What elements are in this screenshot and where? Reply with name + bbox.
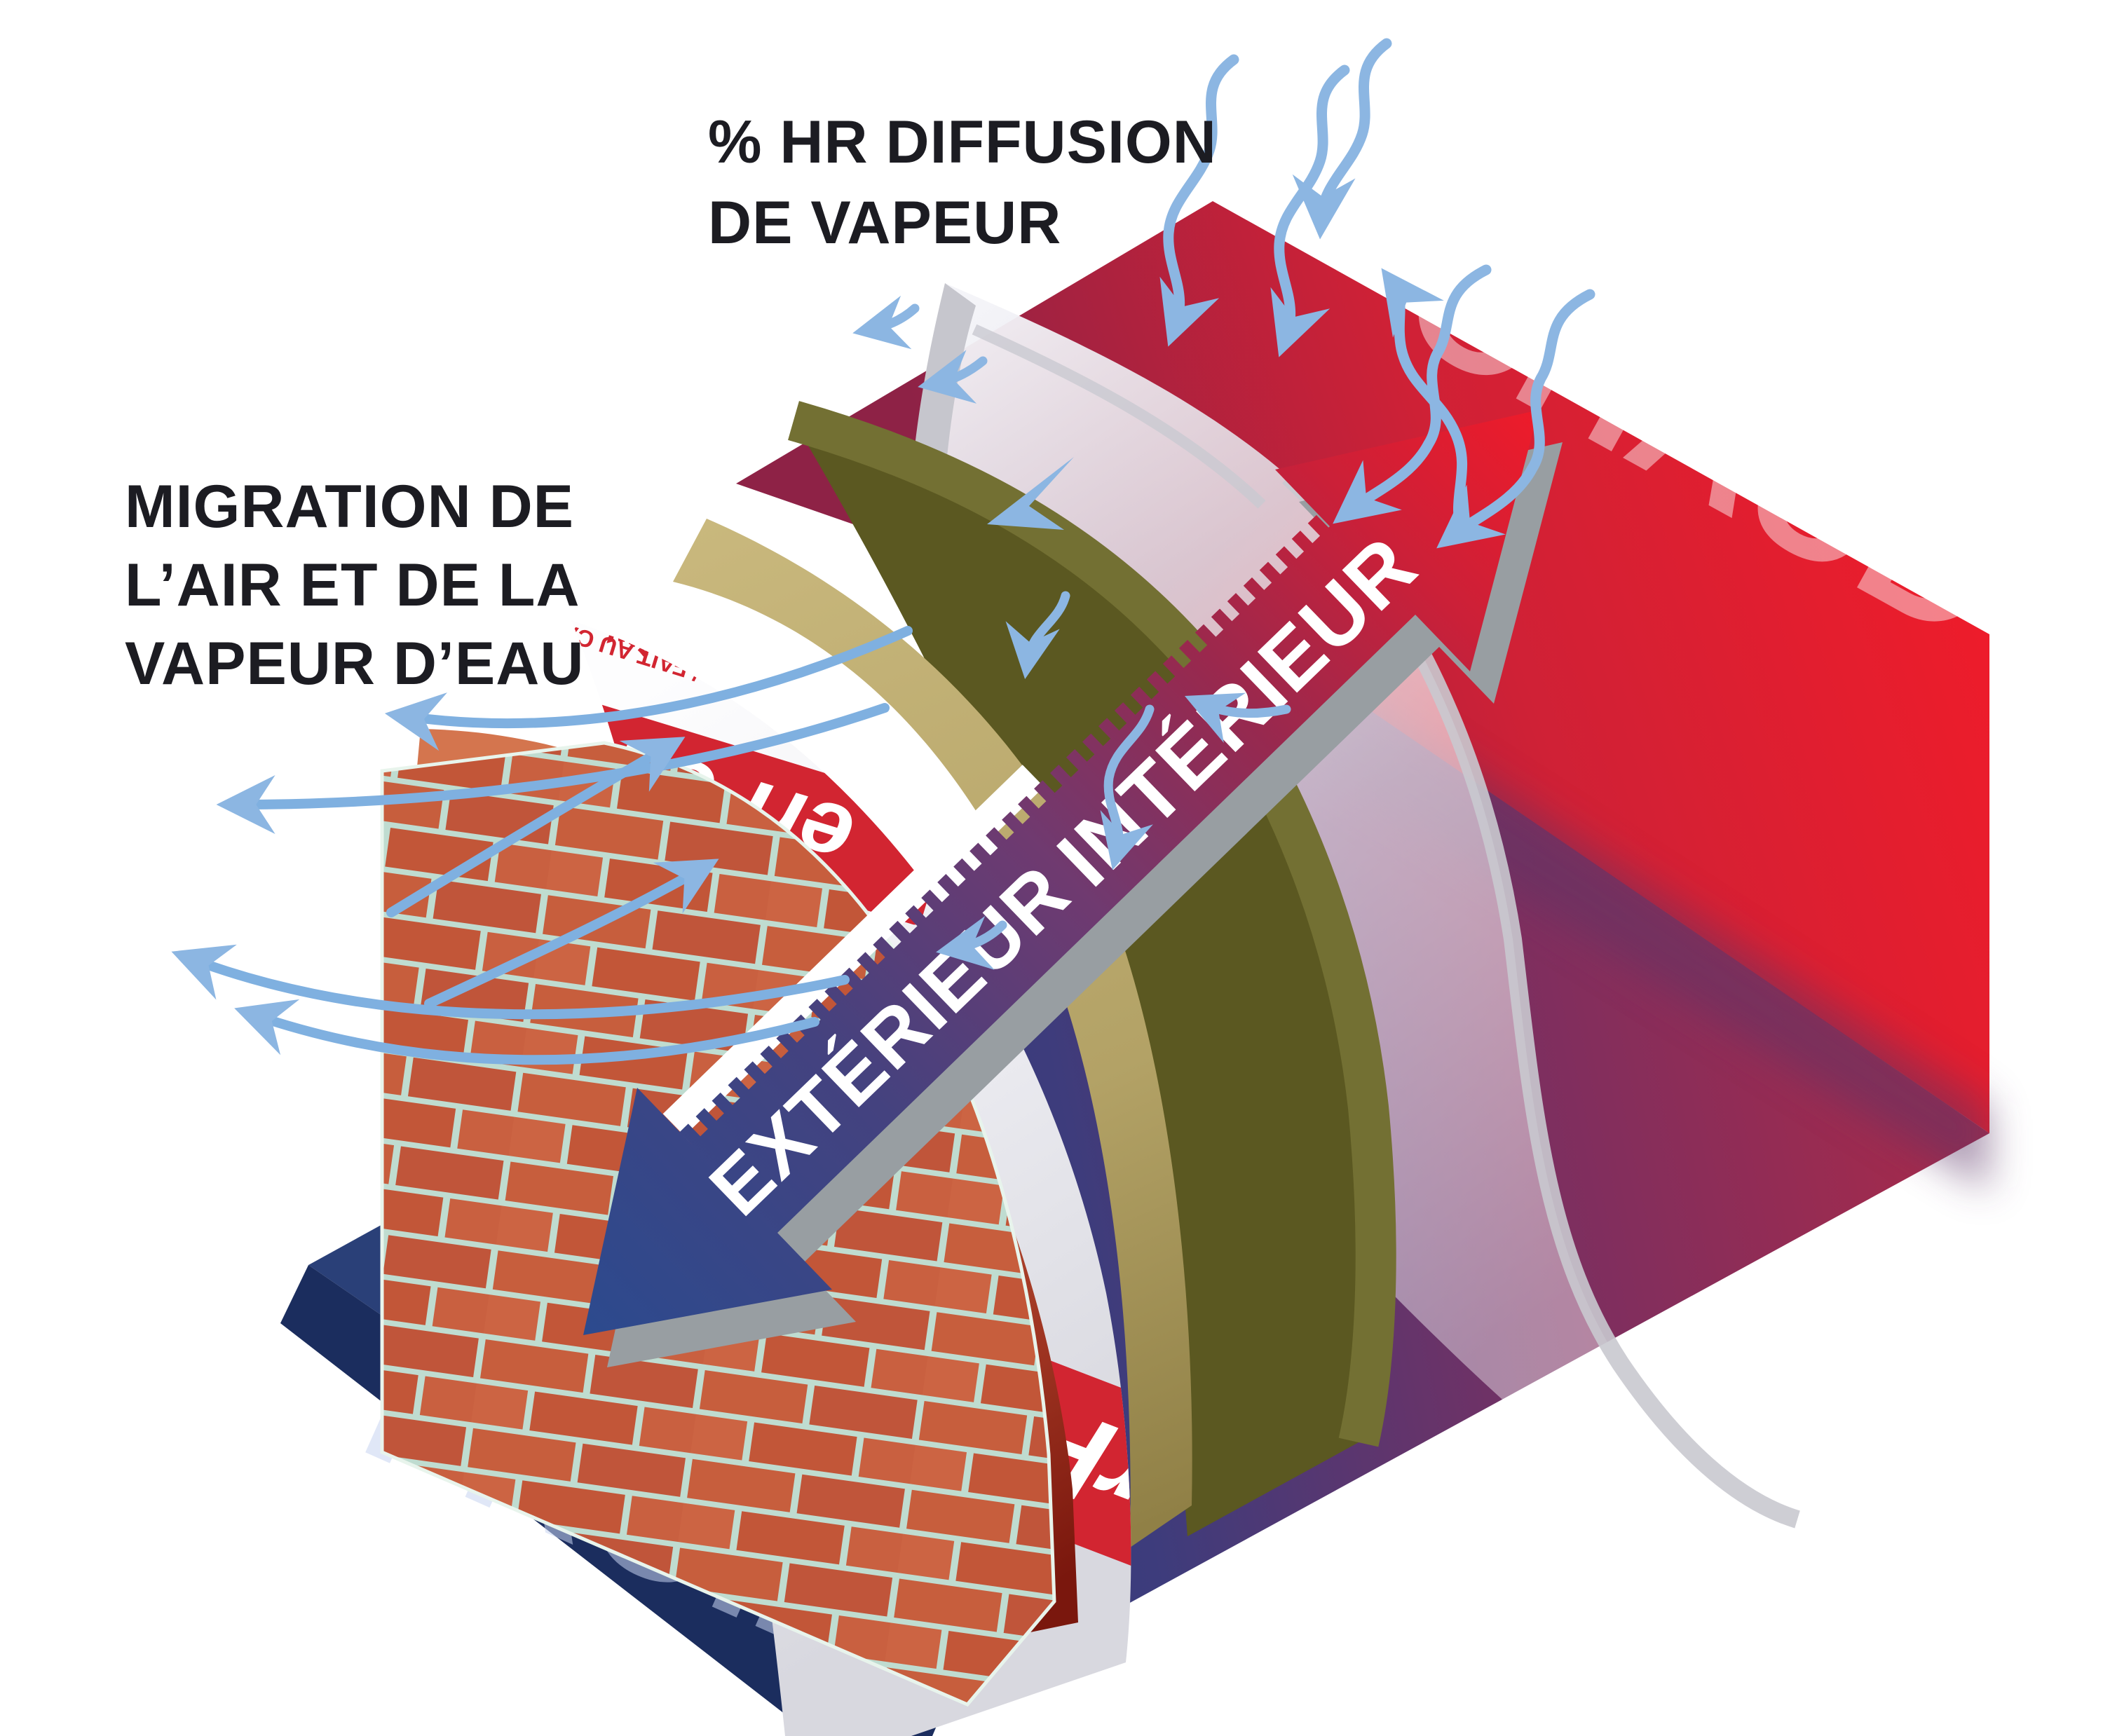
air-migration-line-2: L’AIR ET DE LA <box>125 552 580 619</box>
diffusion-arrow-icon <box>936 915 1007 970</box>
vapor-arrow-icon <box>1436 289 1595 549</box>
diffusion-arrow-icon <box>1005 591 1070 680</box>
vapor-arrows <box>1159 38 1595 549</box>
film-fold-line <box>972 324 1266 509</box>
diffusion-arrows <box>852 295 1291 970</box>
air-migration-label: MIGRATION DE L’AIR ET DE LA VAPEUR D’EAU <box>125 473 585 697</box>
vapor-arrow-icon <box>1292 38 1392 240</box>
air-migration-line-3: VAPEUR D’EAU <box>125 630 585 697</box>
air-loop-arrow-icon <box>386 737 686 917</box>
diffusion-arrow-icon <box>1184 692 1291 744</box>
arrow-cutout-gap <box>662 765 1044 1136</box>
diffusion-arrow-icon <box>1100 704 1155 870</box>
diffusion-arrow-icon <box>918 350 988 404</box>
air-loop-arrow-icon <box>216 703 890 834</box>
diffusion-arrow-icon <box>852 295 920 350</box>
air-loop-arrow-icon <box>171 944 850 1020</box>
vapor-diffusion-line-1: % HR DIFFUSION <box>708 109 1217 176</box>
air-loop-arrow-icon <box>384 626 913 751</box>
large-diffusion-arrowhead-icon <box>987 457 1074 530</box>
vapor-arrow-icon <box>1159 54 1239 347</box>
vapor-arrow-icon <box>1381 268 1468 538</box>
insulation-edge <box>788 401 1396 1447</box>
air-circulation-arrows <box>171 626 913 1065</box>
vapor-diffusion-label: % HR DIFFUSION DE VAPEUR <box>708 109 1217 257</box>
arrow-body <box>583 410 1539 1335</box>
strapping-layer <box>673 519 1192 1547</box>
air-migration-line-1: MIGRATION DE <box>125 473 574 540</box>
air-loop-arrow-icon <box>424 859 719 1009</box>
vapor-diffusion-line-2: DE VAPEUR <box>708 189 1061 257</box>
arrow-serrated-edge <box>679 514 1333 1147</box>
air-loop-arrow-icon <box>234 999 819 1065</box>
